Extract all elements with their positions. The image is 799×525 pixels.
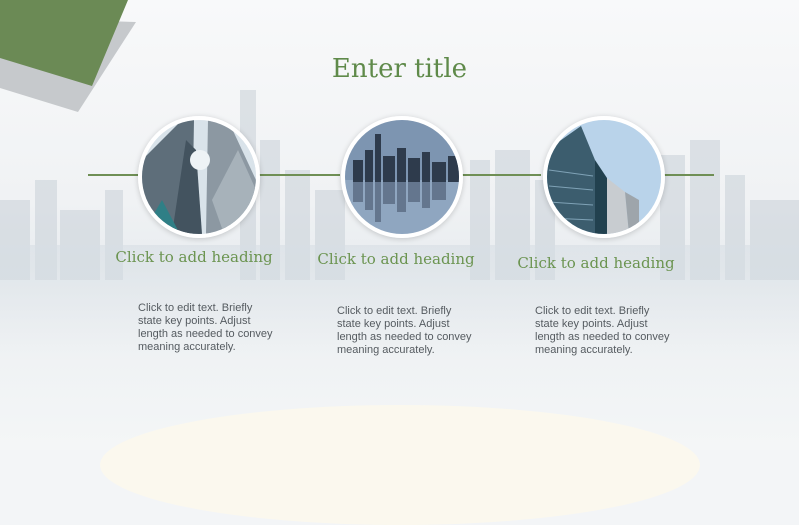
connector-line bbox=[258, 174, 340, 176]
water-reflection bbox=[0, 245, 799, 355]
item-heading[interactable]: Click to add heading bbox=[115, 248, 273, 266]
item-heading[interactable]: Click to add heading bbox=[317, 250, 475, 268]
item-body-text[interactable]: Click to edit text. Briefly state key po… bbox=[337, 305, 472, 356]
slide-title[interactable]: Enter title bbox=[331, 54, 468, 84]
photo-glass-tower[interactable] bbox=[543, 116, 665, 238]
connector-line bbox=[662, 174, 714, 176]
connector-line bbox=[88, 174, 138, 176]
photo-skyscrapers-upward[interactable] bbox=[138, 116, 260, 238]
photo-city-skyline[interactable] bbox=[341, 116, 463, 238]
item-body-text[interactable]: Click to edit text. Briefly state key po… bbox=[138, 302, 273, 353]
item-body-text[interactable]: Click to edit text. Briefly state key po… bbox=[535, 305, 670, 356]
corner-decoration bbox=[0, 0, 136, 112]
bottom-arc-decoration bbox=[100, 405, 700, 525]
item-heading[interactable]: Click to add heading bbox=[517, 254, 675, 272]
connector-line bbox=[459, 174, 541, 176]
